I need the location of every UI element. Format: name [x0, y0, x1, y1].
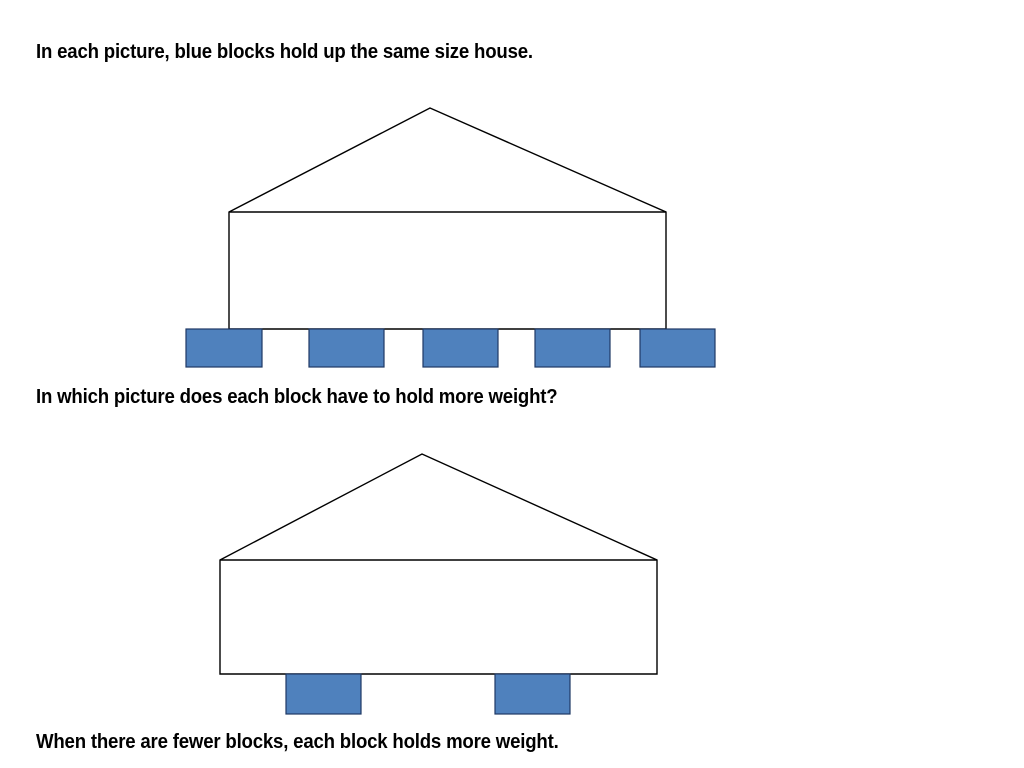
block-group-two	[285, 673, 571, 715]
figure-house-five-blocks	[0, 95, 1024, 380]
block-group-five	[185, 328, 716, 368]
figure-house-two-blocks	[0, 440, 1024, 725]
blue-block	[185, 328, 263, 368]
house-outline-two-blocks	[219, 453, 658, 675]
caption-bottom: When there are fewer blocks, each block …	[36, 731, 559, 753]
house-two-blocks-drawing	[219, 453, 658, 715]
house-outline-five-blocks	[228, 107, 667, 330]
blue-block	[422, 328, 499, 368]
blue-block	[534, 328, 611, 368]
house-five-blocks-drawing	[185, 107, 716, 368]
blue-block	[639, 328, 716, 368]
blue-block	[494, 673, 571, 715]
blue-block	[285, 673, 362, 715]
blue-block	[308, 328, 385, 368]
caption-top: In each picture, blue blocks hold up the…	[36, 41, 533, 63]
caption-middle: In which picture does each block have to…	[36, 386, 558, 408]
